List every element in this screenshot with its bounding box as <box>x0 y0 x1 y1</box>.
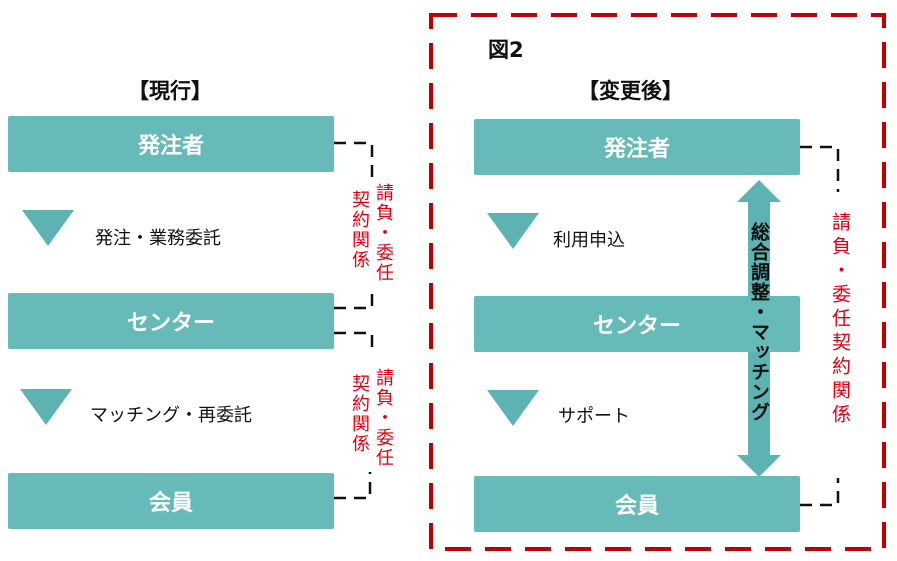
relation-label-2a: 請負・委任 <box>373 368 394 468</box>
current-node-member: 会員 <box>8 473 334 529</box>
changed-node-orderer: 発注者 <box>474 119 800 175</box>
arrow-label: 総合調整・マッチング <box>748 222 770 422</box>
current-flow-1: 発注・業務委託 <box>95 228 221 249</box>
connector-left-top <box>334 141 374 182</box>
current-flow-2: マッチング・再委託 <box>90 405 252 426</box>
changed-node-member: 会員 <box>474 476 800 532</box>
changed-relation-label: 請負・委任契約関係 <box>829 212 851 428</box>
current-node-center: センター <box>8 293 334 349</box>
down-triangle-icon <box>487 390 539 426</box>
down-triangle-icon <box>22 210 74 246</box>
changed-node-center: センター <box>474 296 800 352</box>
figure-label: 図2 <box>488 38 524 62</box>
relation-label-2b: 契約関係 <box>349 374 370 454</box>
down-triangle-icon <box>487 213 539 249</box>
current-node-orderer: 発注者 <box>8 116 334 172</box>
changed-flow-2: サポート <box>558 406 630 427</box>
changed-title: 【変更後】 <box>578 79 683 103</box>
relation-label-1a: 請負・委任 <box>373 183 394 283</box>
changed-frame <box>429 13 886 551</box>
connector-right-bottom <box>800 478 840 507</box>
relation-label-1b: 契約関係 <box>349 190 370 270</box>
connector-left-center-up <box>334 290 374 310</box>
connector-left-bottom <box>334 472 372 500</box>
connector-right-top <box>800 145 840 192</box>
down-triangle-icon <box>20 389 72 425</box>
current-title: 【現行】 <box>128 79 212 103</box>
connector-left-center-down <box>334 331 374 348</box>
changed-flow-1: 利用申込 <box>553 230 625 251</box>
